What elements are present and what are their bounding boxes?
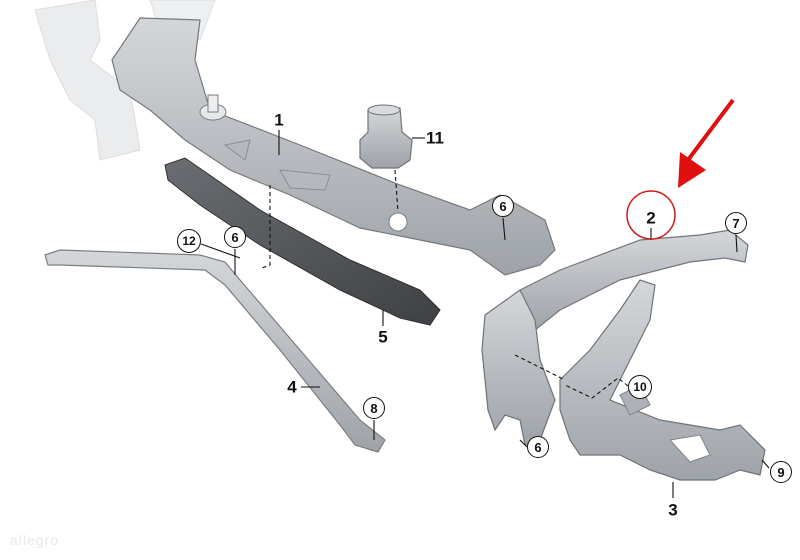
callout-2: 2 [646, 208, 656, 228]
part-5-seal-strip [164, 157, 441, 326]
part-1-upper-crossmember [111, 17, 556, 276]
part-4-strut [44, 249, 386, 453]
callout-9: 9 [770, 461, 792, 483]
callout-10: 10 [628, 375, 652, 399]
part-3-lower-bracket [559, 279, 766, 481]
callout-11: 11 [426, 128, 444, 148]
callout-6-left: 6 [224, 226, 246, 248]
callout-12: 12 [177, 229, 201, 253]
callout-7: 7 [725, 212, 747, 234]
highlight-arrow-shaft [686, 98, 735, 162]
callout-3: 3 [668, 500, 678, 520]
callout-6-bottom: 6 [527, 436, 549, 458]
highlight-circle [626, 190, 676, 240]
highlight-arrow-head [678, 152, 706, 188]
callout-8: 8 [363, 397, 385, 419]
leader-lines [200, 130, 770, 498]
part-11-bump-stop [359, 104, 413, 169]
callout-1: 1 [274, 110, 284, 130]
highlight-annotation [626, 98, 735, 240]
callout-4: 4 [287, 377, 297, 397]
callout-5: 5 [378, 327, 388, 347]
watermark: allegro [10, 532, 60, 548]
callout-6-top: 6 [492, 195, 514, 217]
